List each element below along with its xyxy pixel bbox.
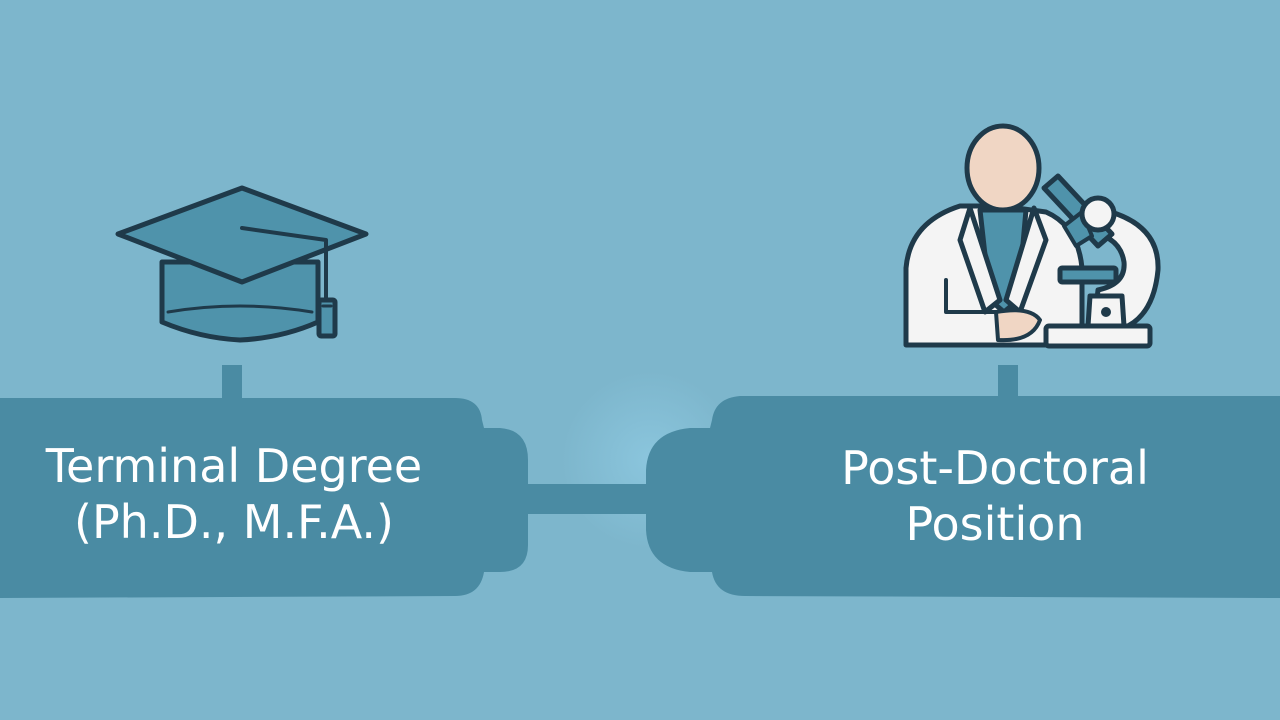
scientist-microscope-icon — [903, 123, 1161, 349]
left-node-shape — [0, 398, 528, 598]
left-node-line1: Terminal Degree — [45, 439, 423, 493]
right-node-shape — [646, 396, 1280, 598]
left-node-line2: (Ph.D., M.F.A.) — [74, 495, 394, 549]
graduation-cap-icon — [115, 185, 369, 343]
right-stem — [998, 365, 1018, 399]
left-stem — [222, 365, 242, 399]
right-node-line1: Post-Doctoral — [841, 441, 1149, 495]
right-node-line2: Position — [905, 497, 1085, 551]
left-node-label: Terminal Degree (Ph.D., M.F.A.) — [0, 438, 468, 550]
right-node-label: Post-Doctoral Position — [760, 440, 1230, 552]
connector-bar — [520, 484, 660, 514]
